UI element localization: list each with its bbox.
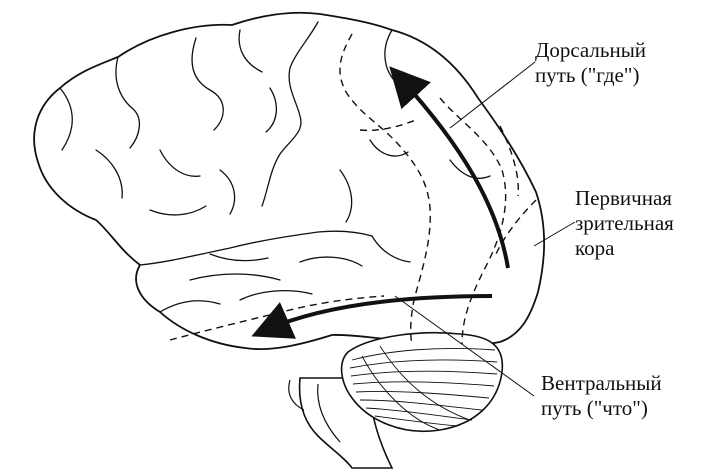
dorsal-label-line-1: Дорсальный xyxy=(535,38,646,63)
primary-label-line-1: Первичная xyxy=(575,186,674,211)
primary-visual-cortex-label: Первичная зрительная кора xyxy=(575,186,674,261)
dorsal-pathway-label: Дорсальный путь ("где") xyxy=(535,38,646,88)
dorsal-label-line-2: путь ("где") xyxy=(535,63,646,88)
ventral-label-line-1: Вентральный xyxy=(541,371,662,396)
primary-label-line-2: зрительная xyxy=(575,211,674,236)
primary-label-line-3: кора xyxy=(575,236,674,261)
ventral-pathway-label: Вентральный путь ("что") xyxy=(541,371,662,421)
brain-outline xyxy=(34,13,544,349)
ventral-label-line-2: путь ("что") xyxy=(541,396,662,421)
